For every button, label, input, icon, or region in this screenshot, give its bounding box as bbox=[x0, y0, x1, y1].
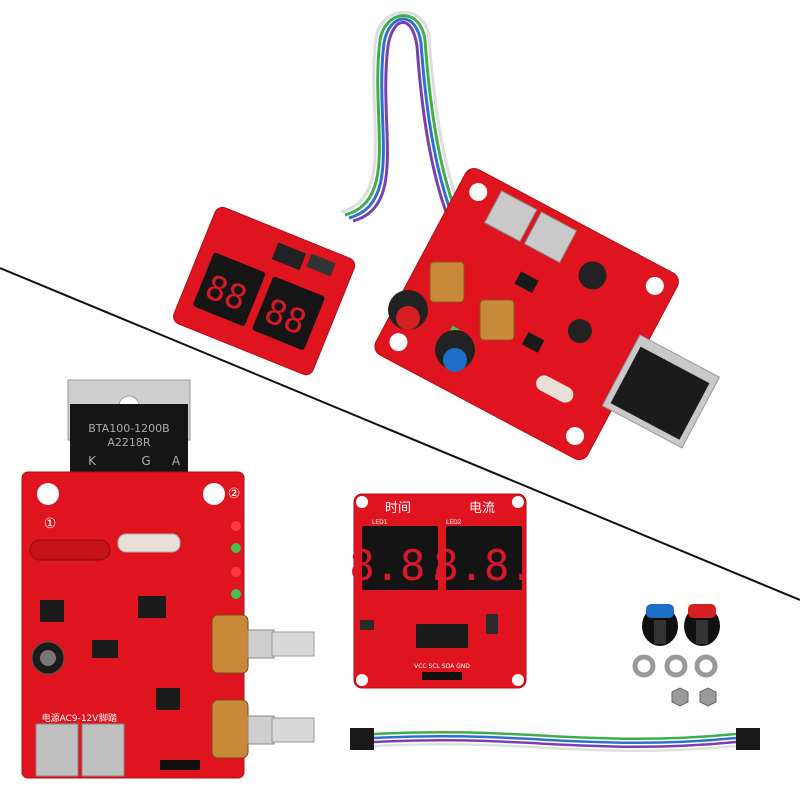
knob-blue-top bbox=[435, 299, 515, 372]
triac-batch: A2218R bbox=[107, 436, 151, 449]
right-display-digits: 8.8. bbox=[433, 541, 534, 590]
power-label: 电源AC9-12V bbox=[42, 712, 100, 724]
time-label: 时间 bbox=[385, 501, 411, 516]
main-board: ① ② 电源AC9-12V 脚踏 bbox=[21, 471, 245, 779]
ribbon-cable-top bbox=[340, 10, 471, 240]
triac-pin-g: G bbox=[141, 454, 150, 468]
display-board: 时间 电流 LED1 LED2 8.8. 8.8. VCC SCL SDA GN… bbox=[349, 493, 535, 689]
knob-blue bbox=[642, 604, 678, 646]
hole-label-1: ① bbox=[44, 516, 57, 532]
triac-model: BTA100-1200B bbox=[88, 422, 169, 435]
potentiometer-upper bbox=[211, 614, 315, 674]
washers bbox=[632, 654, 718, 678]
ribbon-cable-bottom bbox=[350, 728, 760, 753]
current-label: 电流 bbox=[469, 501, 495, 516]
knob-red bbox=[684, 604, 720, 646]
pedal-label: 脚踏 bbox=[99, 712, 117, 724]
triac-pin-k: K bbox=[88, 454, 97, 468]
divider-line bbox=[0, 267, 800, 601]
knob-red-top bbox=[388, 261, 465, 330]
triac-pin-a: A bbox=[172, 454, 181, 468]
display-module-tilted: 88 88 bbox=[173, 206, 356, 376]
nuts bbox=[671, 687, 717, 707]
led1-label: LED1 bbox=[372, 519, 388, 526]
triac-top bbox=[601, 334, 721, 449]
hole-label-2: ② bbox=[228, 486, 241, 502]
led2-label: LED2 bbox=[446, 519, 462, 526]
main-board-tilted bbox=[374, 168, 679, 461]
left-display-digits: 8.8. bbox=[349, 541, 450, 590]
potentiometer-lower bbox=[211, 699, 315, 759]
header-label: VCC SCL SDA GND bbox=[414, 663, 470, 670]
